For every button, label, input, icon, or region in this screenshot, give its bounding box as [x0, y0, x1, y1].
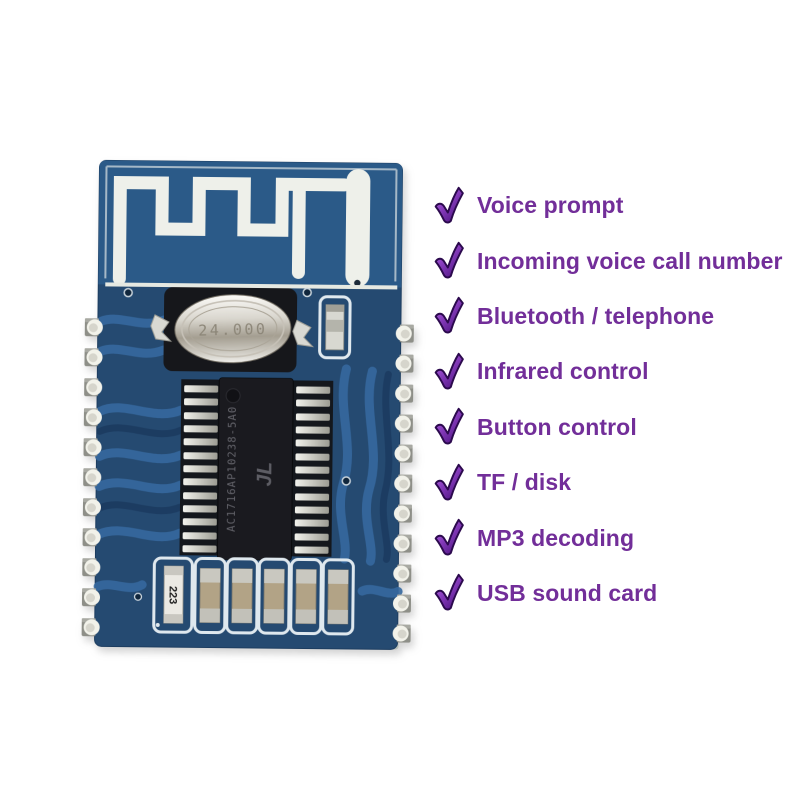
feature-item: Voice prompt [432, 178, 783, 233]
smd-passives-row: 223 [152, 556, 355, 636]
checkmark-icon [433, 352, 466, 391]
checkmark-icon [433, 463, 466, 501]
feature-item: Bluetooth / telephone [432, 289, 783, 344]
main-ic: AC1716AP10238-5A0 JL [179, 377, 334, 561]
feature-label: MP3 decoding [477, 524, 635, 551]
feature-label: USB sound card [477, 579, 658, 606]
feature-item: TF / disk [432, 455, 783, 510]
pcb-board: 24.000 [81, 159, 414, 650]
feature-label: Voice prompt [477, 192, 624, 219]
feature-item: USB sound card [432, 566, 783, 621]
solder-joint [292, 319, 315, 348]
checkmark-icon [433, 241, 466, 280]
resistor-code-label: 223 [166, 586, 178, 604]
pin1-dimple [225, 388, 241, 404]
feature-label: Bluetooth / telephone [477, 302, 715, 329]
checkmark-icon [433, 407, 466, 446]
solder-joint [150, 314, 173, 342]
feature-label: TF / disk [477, 469, 572, 496]
silkscreen-line [105, 282, 398, 290]
checkmark-icon [433, 186, 466, 224]
via-holes [123, 287, 351, 627]
smd-component [318, 295, 352, 360]
feature-label: Infrared control [477, 358, 649, 385]
pcb-antenna-trace [112, 169, 371, 288]
checkmark-icon [433, 574, 466, 612]
feature-item: Incoming voice call number [432, 233, 783, 288]
feature-item: Button control [432, 400, 783, 455]
feature-item: MP3 decoding [432, 510, 783, 565]
crystal-oscillator: 24.000 [150, 287, 315, 373]
crystal-frequency-label: 24.000 [198, 320, 268, 340]
ic-logo: JL [253, 462, 276, 487]
checkmark-icon [433, 297, 466, 335]
feature-item: Infrared control [432, 344, 783, 399]
feature-list: Voice prompt Incoming voice call number … [432, 178, 783, 621]
ic-marking: AC1716AP10238-5A0 [226, 406, 239, 532]
checkmark-icon [433, 518, 466, 557]
smd-resistor: 223 [152, 556, 194, 634]
feature-label: Button control [477, 413, 637, 440]
bluetooth-module-board: 24.000 [81, 159, 414, 650]
feature-label: Incoming voice call number [477, 247, 783, 274]
